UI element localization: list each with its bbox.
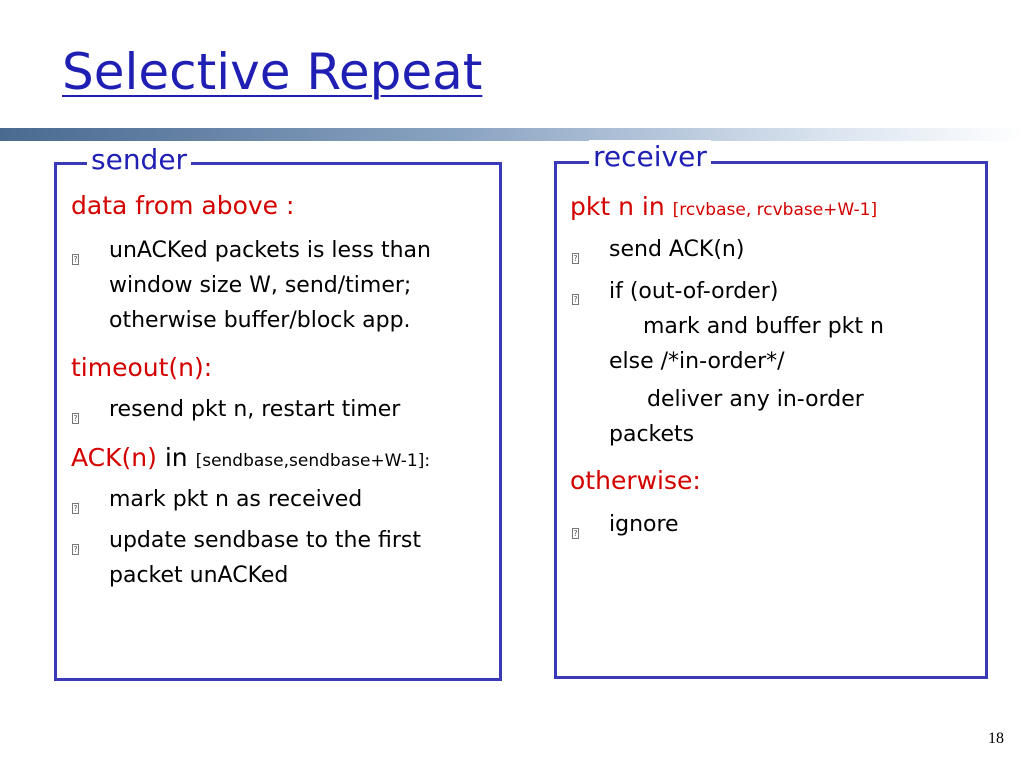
receiver-deliver-line-2: packets (609, 422, 695, 447)
receiver-ignore-bullet: ignore (609, 507, 679, 542)
receiver-otherwise-heading: otherwise: (570, 466, 701, 495)
receiver-send-bullet: send ACK(n) (609, 232, 744, 267)
receiver-send-bullet-line: send ACK(n) (609, 237, 745, 262)
receiver-panel: receiver pkt n in [rcvbase, rcvbase+W-1]… (554, 140, 988, 679)
slide-title: Selective Repeat (62, 43, 483, 101)
receiver-deliver-text: deliver any in-order packets (609, 382, 864, 452)
sender-ack-heading-range: [sendbase,sendbase+W-1]: (195, 451, 431, 471)
bullet-icon: ? (572, 253, 579, 264)
sender-ack-bullet-1: mark pkt n as received (109, 482, 362, 517)
sender-timeout-bullet-line: resend pkt n, restart timer (109, 397, 401, 422)
sender-timeout-heading: timeout(n): (71, 353, 213, 382)
sender-ack-heading-in: in (164, 443, 188, 472)
bullet-icon: ? (72, 503, 79, 514)
bullet-icon: ? (72, 254, 79, 265)
receiver-pkt-heading: pkt n in [rcvbase, rcvbase+W-1] (570, 192, 877, 225)
receiver-if-bullet-line-3: else /*in-order*/ (609, 349, 785, 374)
sender-data-heading: data from above : (71, 191, 295, 220)
sender-data-bullet-line-1: unACKed packets is less than (109, 238, 431, 263)
receiver-pkt-heading-main: pkt n in (570, 192, 665, 221)
sender-data-bullet-line-3: otherwise buffer/block app. (109, 308, 411, 333)
receiver-deliver-line-1: deliver any in-order (647, 387, 864, 412)
title-divider-bar (0, 128, 1024, 141)
bullet-icon: ? (72, 544, 79, 555)
receiver-panel-label: receiver (589, 140, 711, 174)
sender-ack-bullet-2-line-2: packet unACKed (109, 563, 289, 588)
bullet-icon: ? (572, 294, 579, 305)
receiver-ignore-bullet-line: ignore (609, 512, 679, 537)
receiver-if-bullet-line-1: if (out-of-order) (609, 279, 779, 304)
sender-data-bullet: unACKed packets is less than window size… (109, 233, 431, 338)
sender-data-bullet-line-2: window size W, send/timer; (109, 273, 412, 298)
receiver-pkt-heading-range: [rcvbase, rcvbase+W-1] (672, 200, 878, 220)
bullet-icon: ? (572, 528, 579, 539)
sender-timeout-bullet: resend pkt n, restart timer (109, 392, 400, 427)
page-number: 18 (988, 730, 1004, 747)
sender-ack-heading: ACK(n) in [sendbase,sendbase+W-1]: (71, 443, 430, 476)
sender-panel: sender data from above : ? unACKed packe… (54, 143, 502, 681)
receiver-if-bullet: if (out-of-order) mark and buffer pkt n … (609, 274, 884, 379)
sender-ack-heading-main: ACK(n) (71, 443, 157, 472)
sender-ack-bullet-2: update sendbase to the first packet unAC… (109, 523, 421, 593)
sender-ack-bullet-2-line-1: update sendbase to the first (109, 528, 422, 553)
bullet-icon: ? (72, 413, 79, 424)
sender-ack-bullet-1-line: mark pkt n as received (109, 487, 363, 512)
receiver-if-bullet-line-2: mark and buffer pkt n (643, 314, 884, 339)
sender-panel-label: sender (87, 143, 192, 177)
